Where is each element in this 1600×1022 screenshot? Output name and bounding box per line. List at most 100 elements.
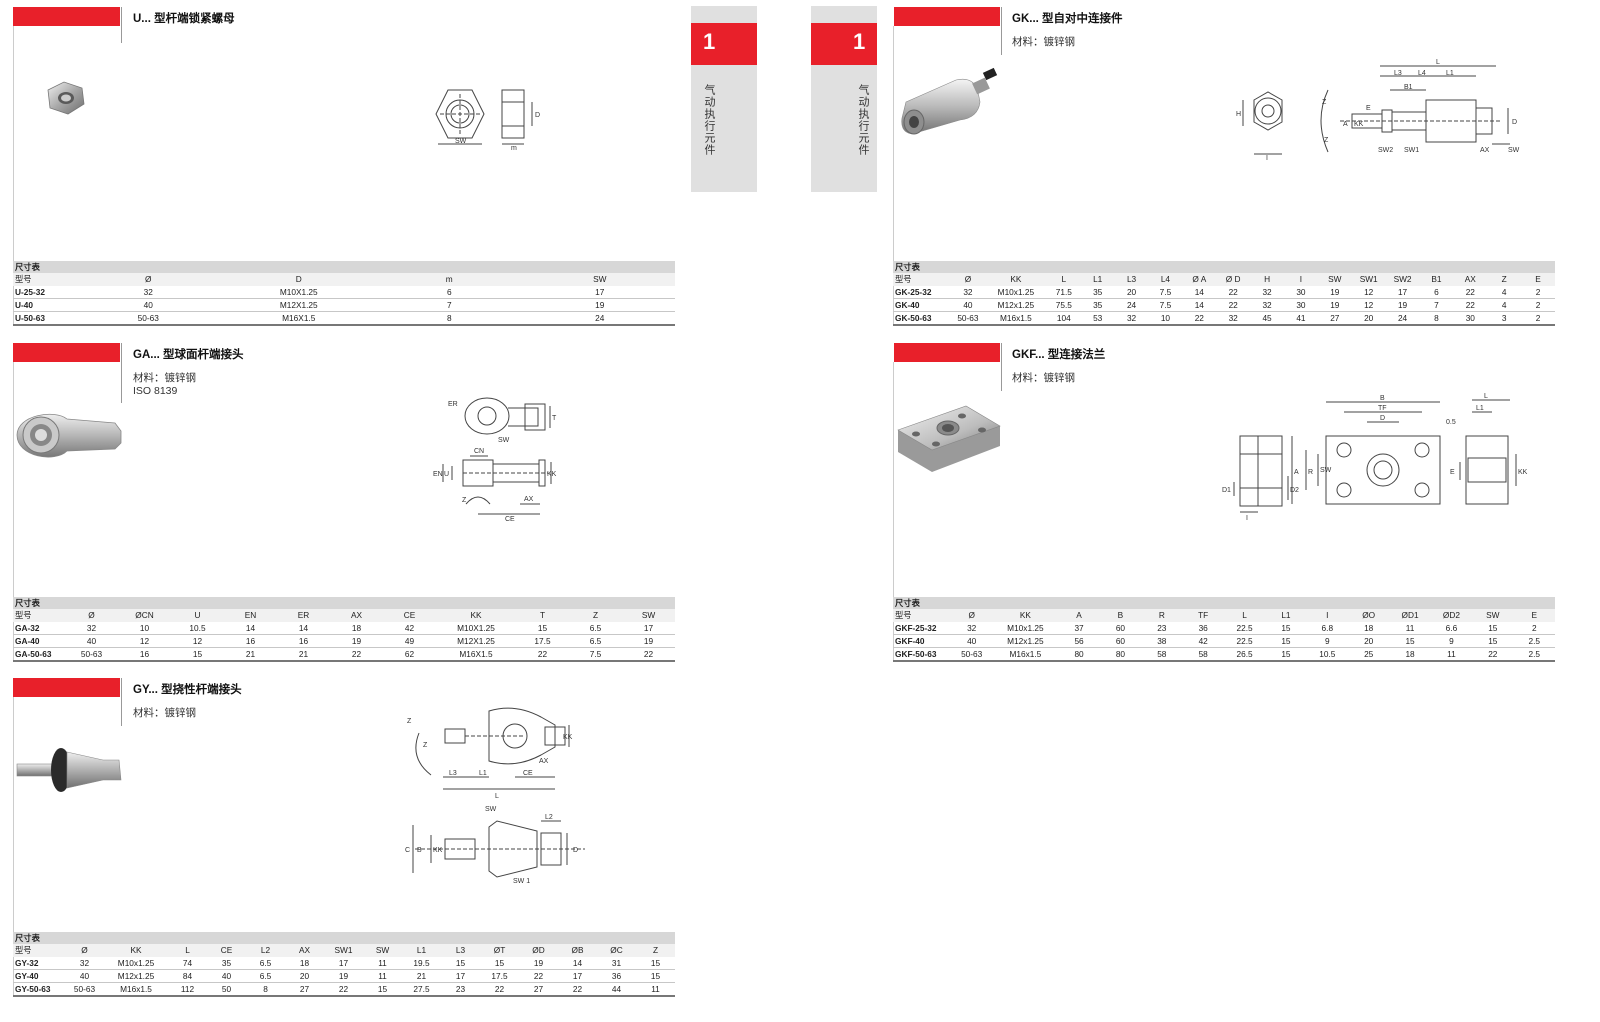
column-header: L: [168, 944, 207, 957]
table-cell: 17.5: [516, 634, 569, 649]
table-cell: 38: [1141, 634, 1183, 649]
table-cell: GA-50-63: [13, 647, 65, 663]
table-cell: 41: [1284, 311, 1318, 327]
table-cell: 35: [207, 956, 246, 970]
table-cell: M16X1.5: [436, 647, 516, 663]
table-cell: 20: [1351, 311, 1386, 327]
drawing-label: ER: [448, 401, 458, 408]
column-header: H: [1250, 273, 1284, 286]
left-rule: [13, 362, 14, 662]
table-cell: 21: [277, 647, 330, 663]
drawing-label: H: [1236, 111, 1241, 118]
drawing-label: Z: [407, 718, 412, 725]
section-title: GK... 型自对中连接件: [1012, 13, 1123, 25]
column-header: Ø: [65, 609, 118, 622]
table-cell: 18: [330, 621, 383, 635]
table-cell: 11: [363, 969, 402, 984]
table-cell: 27: [285, 982, 324, 998]
table-cell: GKF-25-32: [893, 621, 951, 635]
technical-drawing-u: SW m D: [435, 89, 540, 152]
table-cell: 17.5: [480, 969, 519, 984]
column-header: SW: [524, 273, 675, 286]
column-header: SW: [1317, 273, 1352, 286]
table-cell: M16x1.5: [992, 647, 1059, 663]
table-cell: 58: [1182, 647, 1224, 663]
table-cell: 8: [1419, 311, 1454, 327]
table-cell: M16x1.5: [104, 982, 168, 998]
drawing-label: 0.5: [1446, 419, 1456, 426]
column-header: Z: [1487, 273, 1522, 286]
table-cell: 2: [1513, 621, 1555, 635]
drawing-label: Z: [423, 742, 428, 749]
table-cell: 16: [224, 634, 277, 649]
drawing-label: B: [417, 847, 422, 854]
column-header: Ø: [73, 273, 224, 286]
drawing-label: A: [1294, 469, 1299, 476]
table-cell: 22.5: [1223, 621, 1266, 635]
tab-label: 气动执行元件: [703, 84, 715, 156]
tab-number-text: 1: [853, 29, 866, 54]
table-cell: 35: [1080, 285, 1115, 299]
table-cell: 30: [1284, 298, 1318, 313]
table-cell: 22: [1453, 285, 1488, 299]
table-cell: M12x1.25: [992, 634, 1059, 649]
column-header: SW1: [1351, 273, 1386, 286]
table-cell: 17: [524, 285, 675, 299]
column-header: CE: [383, 609, 436, 622]
section-divider: [1001, 7, 1002, 55]
section-title: GKF... 型连接法兰: [1012, 349, 1106, 361]
section-title: U... 型杆端锁紧螺母: [133, 13, 235, 25]
drawing-label: D2: [1290, 487, 1299, 494]
column-header: L1: [402, 944, 441, 957]
product-photo-coupler: [901, 67, 998, 135]
column-header: 型号: [13, 609, 65, 622]
drawing-label: KK: [1518, 469, 1528, 476]
drawing-label: KK: [433, 847, 443, 854]
left-rule: [893, 26, 894, 326]
product-photo-flange: [897, 405, 1001, 472]
tab-number: 1: [811, 23, 877, 65]
table-cell: 11: [636, 982, 675, 998]
section-divider: [121, 7, 122, 43]
section-tab-left: 1 气动执行元件: [691, 6, 757, 192]
section-marker: [894, 7, 1000, 26]
column-header: 型号: [13, 944, 65, 957]
drawing-label: L: [495, 793, 499, 800]
table-cell: 22: [519, 969, 558, 984]
table-cell: 2.5: [1513, 634, 1555, 649]
drawing-label: CN: [474, 448, 484, 455]
table-cell: M10x1.25: [984, 285, 1047, 299]
table-cell: 40: [73, 298, 224, 313]
drawing-label: L3: [449, 770, 457, 777]
table-cell: U-50-63: [13, 311, 73, 327]
table-cell: 14: [558, 956, 597, 970]
table-cell: 21: [402, 969, 441, 984]
table-cell: GKF-50-63: [893, 647, 951, 663]
table-cell: 32: [1216, 311, 1251, 327]
table-cell: 45: [1250, 311, 1284, 327]
column-header: E: [1521, 273, 1555, 286]
technical-drawing-gkf: B TF D L 0.5 L1 D1 D2 A R SW KK E I: [1222, 393, 1528, 522]
table-cell: 19.5: [402, 956, 441, 970]
table-cell: 11: [1389, 621, 1431, 635]
table-cell: 32: [73, 285, 224, 299]
table-cell: 14: [224, 621, 277, 635]
drawing-label: R: [1308, 469, 1313, 476]
table-cell: 23: [1141, 621, 1183, 635]
drawing-label: SW: [1508, 147, 1520, 154]
drawing-label: KK: [563, 734, 573, 741]
table-cell: 18: [1348, 621, 1390, 635]
table-cell: M10X1.25: [223, 285, 374, 299]
drawing-label: D1: [1222, 487, 1231, 494]
table-cell: 10: [118, 621, 171, 635]
column-header: Z: [569, 609, 622, 622]
table-cell: 12: [1351, 298, 1386, 313]
